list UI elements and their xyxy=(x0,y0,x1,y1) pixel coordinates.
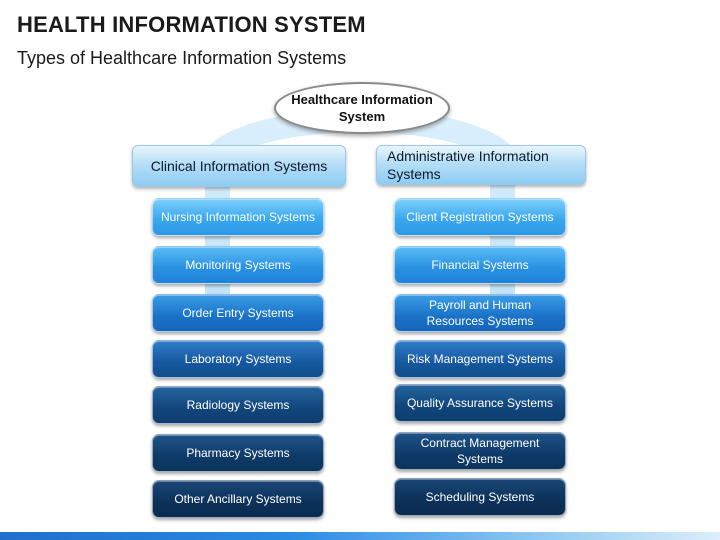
clinical-item-label: Radiology Systems xyxy=(186,398,290,412)
clinical-item: Other Ancillary Systems xyxy=(152,480,324,518)
clinical-item: Pharmacy Systems xyxy=(152,434,324,472)
clinical-item-label: Pharmacy Systems xyxy=(186,446,290,460)
clinical-item: Nursing Information Systems xyxy=(152,198,324,236)
administrative-header-label: Administrative Information Systems xyxy=(387,148,549,182)
clinical-item-label: Laboratory Systems xyxy=(184,352,292,366)
administrative-item-label: Risk Management Systems xyxy=(406,352,554,366)
clinical-item: Laboratory Systems xyxy=(152,340,324,378)
clinical-item: Order Entry Systems xyxy=(152,294,324,332)
root-label: Healthcare Information System xyxy=(291,92,433,124)
clinical-item-label: Order Entry Systems xyxy=(182,306,294,320)
root-node: Healthcare Information System xyxy=(274,82,450,134)
clinical-item: Monitoring Systems xyxy=(152,246,324,284)
clinical-header: Clinical Information Systems xyxy=(132,145,346,187)
clinical-item-label: Nursing Information Systems xyxy=(160,210,316,224)
administrative-item-label: Client Registration Systems xyxy=(406,210,554,224)
clinical-item-label: Monitoring Systems xyxy=(185,258,291,272)
bottom-accent-bar xyxy=(0,532,720,540)
page-title: HEALTH INFORMATION SYSTEM xyxy=(17,12,366,37)
administrative-header: Administrative Information Systems xyxy=(376,145,586,185)
clinical-header-label: Clinical Information Systems xyxy=(150,158,328,174)
clinical-item: Radiology Systems xyxy=(152,386,324,424)
administrative-item: Contract Management Systems xyxy=(394,432,566,470)
administrative-item: Financial Systems xyxy=(394,246,566,284)
administrative-item: Scheduling Systems xyxy=(394,478,566,516)
clinical-item-label: Other Ancillary Systems xyxy=(174,492,302,506)
administrative-item: Risk Management Systems xyxy=(394,340,566,378)
administrative-item: Quality Assurance Systems xyxy=(394,384,566,422)
administrative-item-label: Financial Systems xyxy=(431,258,529,272)
administrative-item: Payroll and Human Resources Systems xyxy=(394,294,566,332)
administrative-item-label: Payroll and Human Resources Systems xyxy=(426,298,534,328)
administrative-item: Client Registration Systems xyxy=(394,198,566,236)
administrative-item-label: Contract Management Systems xyxy=(420,436,540,466)
administrative-item-label: Quality Assurance Systems xyxy=(406,396,554,410)
page-subtitle: Types of Healthcare Information Systems xyxy=(17,48,347,68)
administrative-item-label: Scheduling Systems xyxy=(425,490,535,504)
